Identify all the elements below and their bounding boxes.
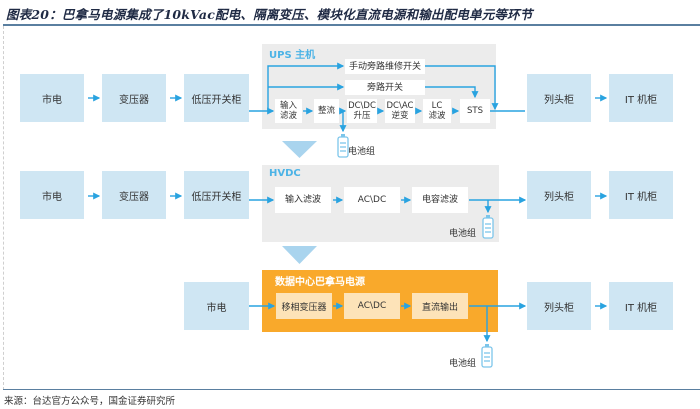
panama-utility-box: 市电 bbox=[184, 282, 249, 330]
phase-shift-transformer-box: 移相变压器 bbox=[276, 293, 332, 319]
ups-dcac-line2: 逆变 bbox=[391, 111, 409, 121]
panama-acdc-box: AC\DC bbox=[344, 293, 400, 319]
ups-rectifier-box: 整流 bbox=[314, 99, 339, 123]
source-note: 来源：台达官方公众号，国金证券研究所 bbox=[4, 396, 176, 407]
hvdc-column-head-box: 列头柜 bbox=[527, 171, 591, 219]
panama-column-head-box: 列头柜 bbox=[527, 282, 591, 330]
panama-battery-label: 电池组 bbox=[449, 359, 477, 369]
ups-battery-label: 电池组 bbox=[348, 147, 376, 157]
ups-lc-filter-line1: LC bbox=[431, 101, 443, 111]
ups-dcdc-line2: 升压 bbox=[353, 111, 371, 121]
ups-lc-filter-line2: 滤波 bbox=[428, 111, 446, 121]
dc-output-box: 直流输出 bbox=[412, 293, 468, 319]
panama-power-title: 数据中心巴拿马电源 bbox=[275, 277, 365, 288]
hvdc-cap-filter-box: 电容滤波 bbox=[412, 187, 468, 213]
hvdc-input-filter-box: 输入滤波 bbox=[275, 187, 331, 213]
down-arrow-hvdc-to-panama bbox=[282, 246, 317, 264]
ups-input-filter-line2: 滤波 bbox=[279, 111, 297, 121]
hvdc-title: HVDC bbox=[269, 168, 301, 179]
down-arrow-ups-to-hvdc bbox=[282, 141, 317, 158]
ups-utility-box: 市电 bbox=[20, 74, 84, 122]
frame-border bbox=[3, 26, 4, 390]
ups-lv-switchgear-box: 低压开关柜 bbox=[184, 74, 249, 122]
battery-icon bbox=[481, 344, 493, 368]
battery-icon bbox=[337, 134, 349, 158]
hvdc-acdc-box: AC\DC bbox=[344, 187, 400, 213]
ups-dcdc-line1: DC\DC bbox=[348, 101, 376, 111]
hvdc-transformer-box: 变压器 bbox=[102, 171, 166, 219]
hvdc-lv-switchgear-box: 低压开关柜 bbox=[184, 171, 249, 219]
title-divider bbox=[3, 24, 700, 26]
ups-sts-box: STS bbox=[460, 99, 490, 123]
ups-column-head-box: 列头柜 bbox=[527, 74, 591, 122]
hvdc-it-cabinet-box: IT 机柜 bbox=[609, 171, 673, 219]
ups-input-filter-line1: 输入 bbox=[279, 101, 297, 111]
ups-transformer-box: 变压器 bbox=[102, 74, 166, 122]
panama-it-cabinet-box: IT 机柜 bbox=[609, 282, 673, 330]
ups-host-title: UPS 主机 bbox=[269, 50, 316, 61]
bypass-switch-box: 旁路开关 bbox=[345, 80, 425, 95]
figure-title: 图表20：巴拿马电源集成了10kVac配电、隔离变压、模块化直流电源和输出配电单… bbox=[6, 7, 533, 22]
manual-bypass-switch-box: 手动旁路维修开关 bbox=[345, 59, 425, 74]
hvdc-battery-label: 电池组 bbox=[449, 229, 477, 239]
ups-input-filter-box: 输入滤波 bbox=[275, 99, 302, 123]
source-divider bbox=[3, 389, 700, 390]
ups-dcac-line1: DC\AC bbox=[386, 101, 414, 111]
ups-it-cabinet-box: IT 机柜 bbox=[609, 74, 673, 122]
hvdc-utility-box: 市电 bbox=[20, 171, 84, 219]
